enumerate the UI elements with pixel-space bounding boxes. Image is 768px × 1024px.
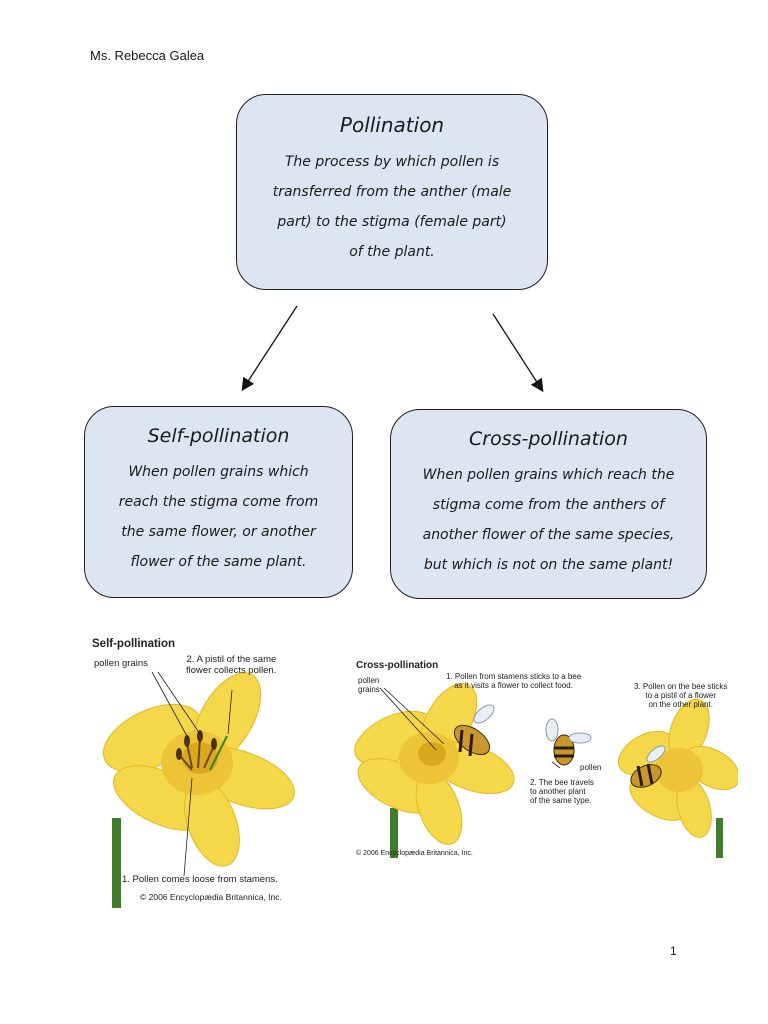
pollination-box: Pollination The process by which pollen … [236,94,548,290]
pollination-title: Pollination [339,113,445,137]
label-step2: 2. The bee travels to another plant of t… [530,778,594,805]
pollination-definition: The process by which pollen is transferr… [253,147,531,267]
definition-line: part) to the stigma (female part) [277,214,507,230]
self-pollination-illustration: Self-pollination pollen grains 2. A pist… [92,638,298,908]
label-line: 2. The bee travels [530,778,594,787]
cross-pollination-illustration: Cross-pollination pollen grains 1. Polle… [354,658,738,858]
label-line: pollen [358,676,380,685]
self-illustration-copyright: © 2006 Encyclopædia Britannica, Inc. [140,892,282,902]
arrow-to-self [241,305,298,392]
pollen-anthers [176,730,217,760]
label-pollen-grains: pollen grains [94,658,148,669]
definition-line: When pollen grains which reach the [422,467,675,483]
pistil [209,735,228,771]
definition-line: another flower of the same species, [422,527,675,543]
label-line: 3. Pollen on the bee sticks [634,682,728,691]
definition-line: but which is not on the same plant! [423,557,674,573]
arrow-to-cross [492,313,544,393]
label-line: to another plant [530,787,586,796]
self-pollination-title: Self-pollination [147,425,290,447]
label-line: of the same type. [530,796,592,805]
flower-stem-right [716,818,723,858]
label-line: flower collects pollen. [186,665,277,676]
definition-line: The process by which pollen is [284,154,500,170]
stamens [179,737,215,771]
label-pollen: pollen [580,763,602,772]
bee-on-right-flower [630,745,666,788]
label-step3: 3. Pollen on the bee sticks to a pistil … [634,682,727,709]
self-illustration-title: Self-pollination [92,638,176,650]
definition-line: of the plant. [349,244,435,260]
label-step1: 1. Pollen from stamens sticks to a bee a… [446,672,581,690]
label-line: 2. A pistil of the same [186,654,277,665]
page-number: 1 [670,944,677,958]
label-pollen-grains: pollen grains [358,676,380,694]
bee-in-flight [545,718,592,766]
flower-stem-left [390,808,398,858]
definition-line: When pollen grains which [128,464,309,480]
cross-illustration-title: Cross-pollination [356,660,439,671]
self-pollination-box: Self-pollination When pollen grains whic… [84,406,353,598]
label-line: 1. Pollen from stamens sticks to a bee [446,672,582,681]
definition-line: flower of the same plant. [130,554,307,570]
cross-flowers-illustration [354,683,738,858]
bee-on-left-flower [453,704,495,757]
author-name: Ms. Rebecca Galea [90,48,205,63]
definition-line: reach the stigma come from [118,494,319,510]
definition-line: stigma come from the anthers of [432,497,665,513]
label-line: on the other plant. [648,700,713,709]
cross-pollination-title: Cross-pollination [469,428,628,450]
lily-flower [102,672,295,867]
definition-line: the same flower, or another [121,524,316,540]
definition-line: transferred from the anther (male [272,184,512,200]
self-pollination-definition: When pollen grains which reach the stigm… [97,457,340,577]
flower-stem [112,818,121,908]
label-line: to a pistil of a flower [645,691,717,700]
cross-illustration-copyright: © 2006 Encyclopædia Britannica, Inc. [356,850,473,857]
callout-lines [151,671,233,877]
cross-pollination-definition: When pollen grains which reach the stigm… [403,460,694,580]
label-line: grains [358,685,380,694]
label-stamens: 1. Pollen comes loose from stamens. [122,874,278,885]
cross-pollination-box: Cross-pollination When pollen grains whi… [390,409,707,599]
lily-flower-left [354,683,515,845]
label-pistil: 2. A pistil of the same flower collects … [186,654,276,676]
lily-flower-illustration [102,671,295,908]
cross-callout-lines [379,687,561,769]
label-line: as it visits a flower to collect food. [454,681,573,690]
